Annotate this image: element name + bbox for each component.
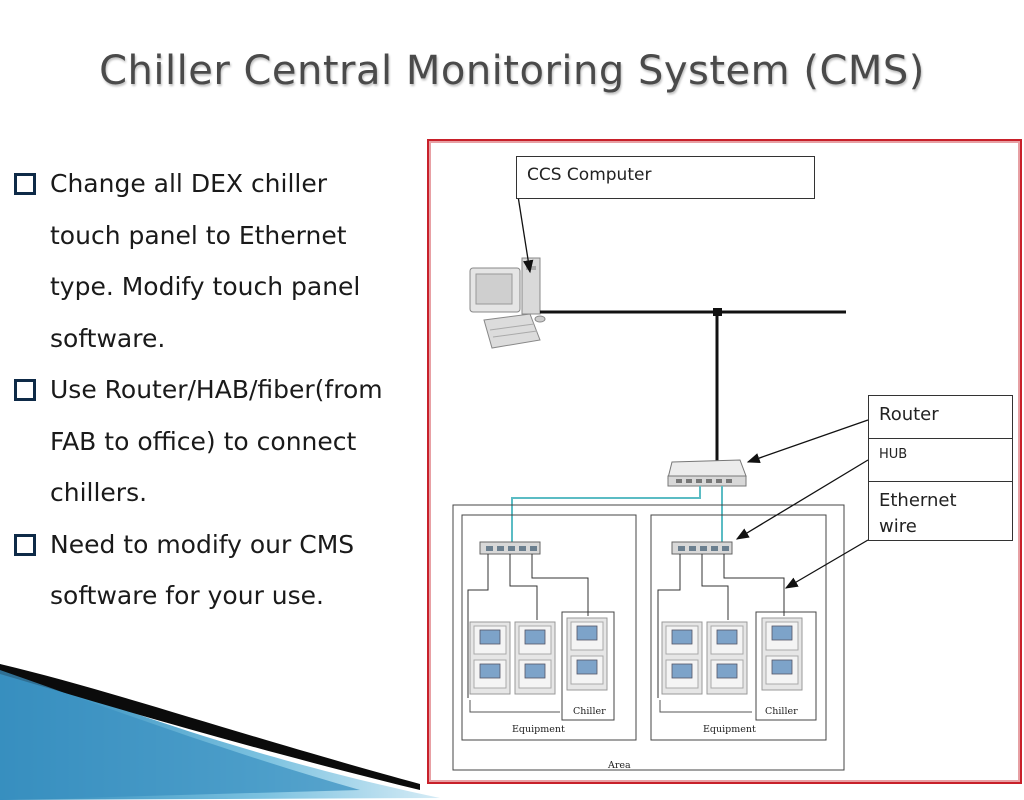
- arrow-hub: [735, 459, 869, 540]
- bullet-line: type. Modify touch panel: [50, 272, 361, 301]
- ethernet-wire-label: Ethernet wire: [868, 481, 1013, 541]
- chiller-unit-icon: [514, 621, 556, 695]
- chiller-unit-icon: [566, 617, 608, 691]
- bullet-line: software.: [50, 323, 166, 353]
- chiller-box-right: [755, 611, 817, 721]
- bullet-item-2: Use Router/HAB/fiber(from FAB to office)…: [12, 364, 422, 519]
- bullet-list: Change all DEX chiller touch panel to Et…: [12, 158, 422, 622]
- bullet-line: FAB to office) to connect: [50, 426, 357, 456]
- computer-icon: [469, 257, 546, 349]
- decorative-swoosh: [0, 664, 440, 800]
- chiller-unit-icon: [761, 617, 803, 691]
- diagram-frame: [427, 139, 1022, 784]
- arrow-ccs: [517, 195, 534, 274]
- hub-icon: [671, 541, 733, 555]
- equipment-label-right: Equipment: [703, 724, 756, 735]
- ccs-computer-label: CCS Computer: [516, 156, 815, 199]
- area-label: Area: [607, 760, 631, 771]
- bullet-line: Change all DEX chiller: [50, 169, 328, 198]
- ethernet-label-line: Ethernet: [879, 490, 957, 511]
- bullet-line: Need to modify our CMS: [50, 529, 355, 559]
- ethernet-cable: [511, 486, 701, 542]
- bullet-line: touch panel to Ethernet: [50, 220, 347, 250]
- bullet-item-1: Change all DEX chiller touch panel to Et…: [12, 158, 422, 364]
- equipment-box-left: [461, 514, 637, 741]
- equipment-label-left: Equipment: [512, 724, 565, 735]
- checkbox-bullet-icon: [14, 173, 36, 195]
- checkbox-bullet-icon: [14, 533, 36, 556]
- checkbox-bullet-icon: [14, 379, 36, 401]
- hub-label: HUB: [868, 438, 1013, 482]
- chiller-label-right: Chiller: [765, 706, 798, 717]
- hub-icon: [479, 541, 541, 555]
- equipment-box-right: [650, 514, 827, 741]
- chiller-unit-icon: [706, 621, 748, 695]
- arrow-router: [746, 419, 869, 464]
- bullet-line: Use Router/HAB/fiber(from: [50, 375, 383, 404]
- router-icon: [667, 459, 747, 487]
- chiller-unit-icon: [661, 621, 703, 695]
- bus-junction: [713, 308, 722, 316]
- router-label: Router: [868, 395, 1013, 439]
- slide-title: Chiller Central Monitoring System (CMS): [99, 48, 925, 94]
- bullet-line: chillers.: [50, 478, 148, 507]
- ethernet-label-line: wire: [879, 516, 917, 537]
- arrow-ethernet: [784, 539, 869, 589]
- area-box: [452, 504, 845, 771]
- bullet-item-3: Need to modify our CMS software for your…: [12, 519, 422, 622]
- chiller-unit-icon: [469, 621, 511, 695]
- chiller-label-left: Chiller: [573, 706, 606, 717]
- bullet-line: software for your use.: [50, 581, 324, 610]
